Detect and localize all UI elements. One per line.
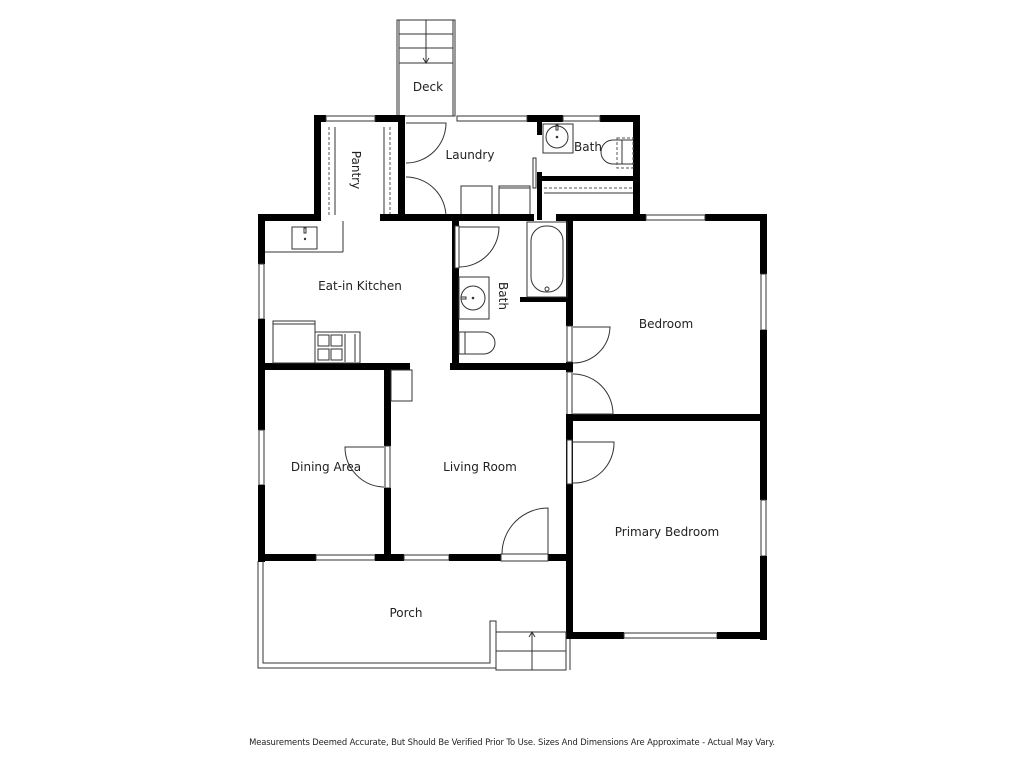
laundry-door-bottom bbox=[405, 176, 447, 218]
pantry-shelves bbox=[328, 127, 391, 215]
bedroom-doors bbox=[572, 326, 615, 484]
laundry-fixtures bbox=[405, 122, 531, 218]
room-label-laundry: Laundry bbox=[446, 148, 495, 162]
deck bbox=[396, 19, 456, 117]
room-label-porch: Porch bbox=[389, 606, 422, 620]
room-label-pantry: Pantry bbox=[349, 151, 363, 189]
kitchen-fixtures bbox=[265, 221, 361, 364]
room-label-bath-middle: Bath bbox=[496, 282, 510, 310]
room-label-dining-area: Dining Area bbox=[291, 460, 361, 474]
stair-down-arrow-icon bbox=[422, 57, 430, 64]
bathtub bbox=[526, 221, 568, 298]
main-walls bbox=[258, 214, 767, 640]
middle-bath-fixtures bbox=[454, 221, 568, 355]
room-label-bath-upper: Bath bbox=[574, 140, 602, 154]
kitchen-sink bbox=[291, 226, 318, 250]
room-label-bedroom: Bedroom bbox=[639, 317, 693, 331]
room-label-deck: Deck bbox=[413, 80, 443, 94]
room-label-eat-in-kitchen: Eat-in Kitchen bbox=[318, 279, 402, 293]
dryer bbox=[498, 185, 531, 218]
laundry-door-top bbox=[405, 122, 447, 164]
upper-bath-fixtures bbox=[542, 123, 634, 194]
upper-wing-walls bbox=[314, 115, 640, 221]
disclaimer-text: Measurements Deemed Accurate, But Should… bbox=[249, 737, 775, 747]
living-dining-doors bbox=[344, 369, 549, 562]
room-label-living-room: Living Room bbox=[443, 460, 517, 474]
stove bbox=[314, 331, 361, 364]
room-label-primary-bedroom: Primary Bedroom bbox=[615, 525, 719, 539]
refrigerator bbox=[272, 320, 316, 364]
washer bbox=[460, 185, 493, 218]
porch bbox=[257, 561, 571, 671]
stair-up-arrow-icon bbox=[528, 631, 536, 638]
